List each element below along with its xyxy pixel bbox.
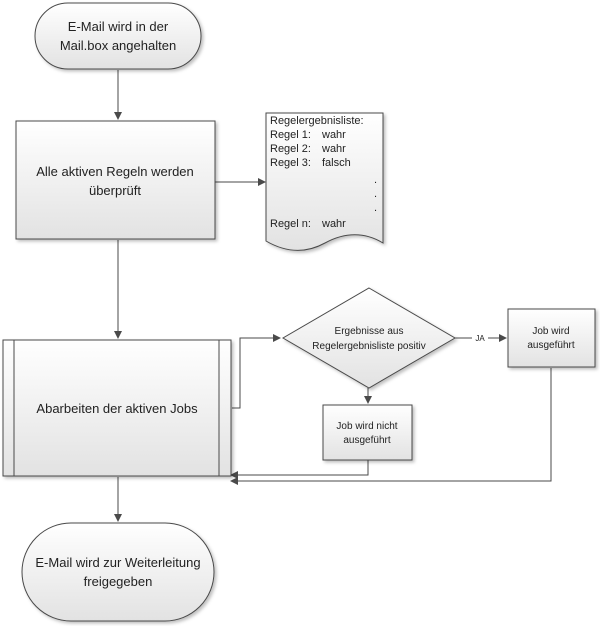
arrow-no-to-process (230, 460, 369, 479)
job-not-executed-line1: Job wird nicht (336, 421, 397, 432)
result-dot-2: . (374, 188, 377, 200)
start-label-line2: Mail.box angehalten (60, 38, 176, 53)
result-list-title: Regelergebnisliste: (270, 115, 364, 127)
arrow-yes-to-process (230, 368, 552, 485)
result-row-3-name: Regel 3: (270, 157, 311, 169)
check-rules-label-line2: überprüft (89, 183, 141, 198)
start-label-line1: E-Mail wird in der (68, 19, 169, 34)
start-terminator: E-Mail wird in der Mail.box angehalten (34, 2, 202, 70)
end-terminator: E-Mail wird zur Weiterleitung freigegebe… (21, 522, 215, 622)
yes-label-bg (472, 332, 488, 343)
job-executed-process: Job wird ausgeführt (507, 308, 596, 368)
job-executed-line1: Job wird (532, 326, 569, 337)
check-rules-process: Alle aktiven Regeln werden überprüft (15, 120, 216, 240)
end-label-line1: E-Mail wird zur Weiterleitung (35, 555, 200, 570)
job-not-executed-line2: ausgeführt (343, 435, 390, 446)
result-dot-1: . (374, 174, 377, 186)
process-jobs-label: Abarbeiten der aktiven Jobs (36, 401, 198, 416)
result-last-row-value: wahr (321, 218, 346, 230)
decision-label-line1: Ergebnisse aus (335, 326, 404, 337)
job-executed-line2: ausgeführt (527, 340, 574, 351)
result-row-2-name: Regel 2: (270, 143, 311, 155)
result-row-1-name: Regel 1: (270, 129, 311, 141)
end-label-line2: freigegeben (84, 574, 153, 589)
decision-diamond: Ergebnisse aus Regelergebnisliste positi… (282, 287, 456, 389)
result-last-row-name: Regel n: (270, 218, 311, 230)
arrow-process-to-decision (232, 334, 281, 409)
result-row-1-value: wahr (321, 129, 346, 141)
process-jobs-subprocess: Abarbeiten der aktiven Jobs (2, 339, 232, 477)
result-list-document: Regelergebnisliste: Regel 1: wahr Regel … (265, 112, 384, 251)
yes-label: JA (475, 334, 485, 343)
check-rules-label-line1: Alle aktiven Regeln werden (36, 164, 194, 179)
job-not-executed-process: Job wird nicht ausgeführt (322, 404, 413, 461)
decision-label-line2: Regelergebnisliste positiv (312, 341, 425, 352)
result-row-3-value: falsch (322, 157, 351, 169)
result-dot-3: . (374, 202, 377, 214)
result-row-2-value: wahr (321, 143, 346, 155)
